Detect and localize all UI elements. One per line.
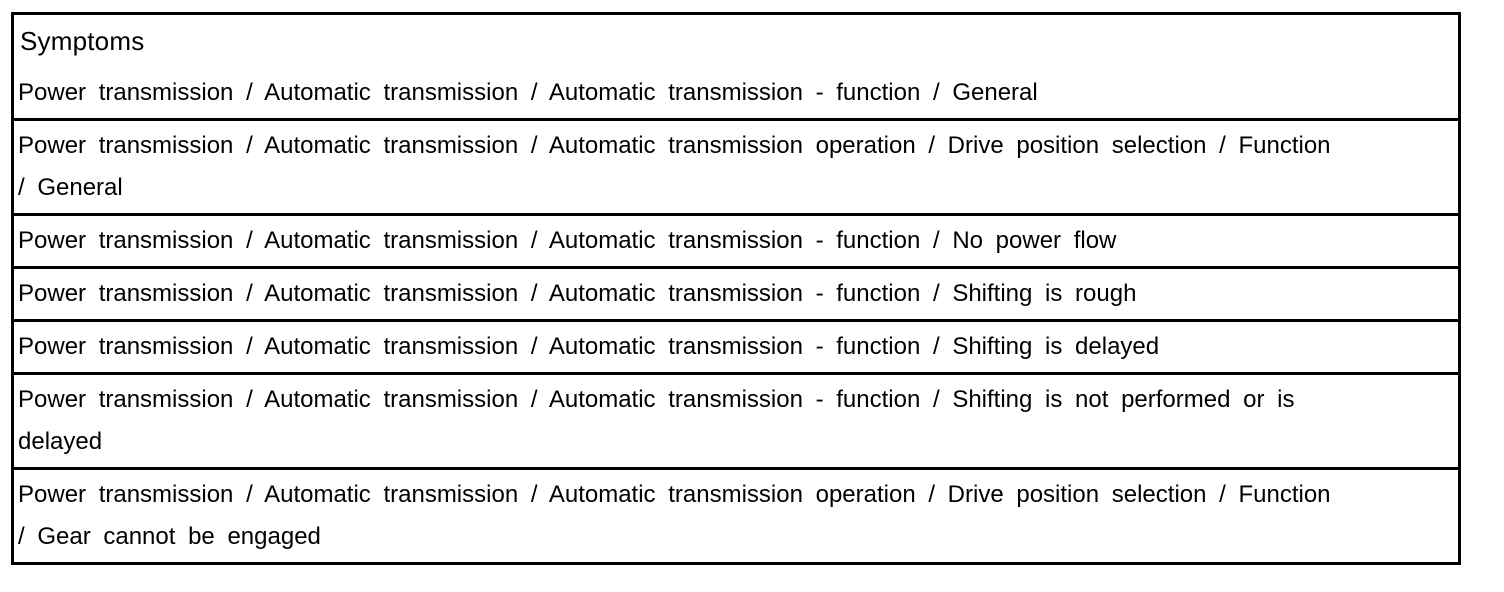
symptom-text-line: / Gear cannot be engaged [18,523,321,550]
symptom-text-line: Power transmission / Automatic transmiss… [18,333,1160,360]
symptoms-table: Symptoms Power transmission / Automatic … [11,12,1461,565]
symptom-text-line: Power transmission / Automatic transmiss… [18,481,1331,508]
symptom-text-line: Power transmission / Automatic transmiss… [18,132,1331,159]
symptom-cell: Power transmission / Automatic transmiss… [14,375,1458,467]
symptom-rows: Power transmission / Automatic transmiss… [14,68,1458,562]
symptom-text-line: Power transmission / Automatic transmiss… [18,227,1117,254]
symptom-cell: Power transmission / Automatic transmiss… [14,470,1458,562]
table-row: Power transmission / Automatic transmiss… [14,319,1458,372]
table-row: Power transmission / Automatic transmiss… [14,213,1458,266]
symptom-cell: Power transmission / Automatic transmiss… [14,269,1458,319]
table-row: Power transmission / Automatic transmiss… [14,372,1458,467]
symptom-cell: Power transmission / Automatic transmiss… [14,322,1458,372]
table-row: Power transmission / Automatic transmiss… [14,266,1458,319]
symptoms-column-header: Symptoms [20,26,145,56]
symptom-text-line: Power transmission / Automatic transmiss… [18,386,1295,413]
symptom-text-line: Power transmission / Automatic transmiss… [18,280,1137,307]
table-row: Power transmission / Automatic transmiss… [14,68,1458,118]
symptom-text-line: Power transmission / Automatic transmiss… [18,79,1038,106]
table-header-row: Symptoms [14,15,1458,68]
symptom-cell: Power transmission / Automatic transmiss… [14,68,1458,118]
symptom-cell: Power transmission / Automatic transmiss… [14,121,1458,213]
symptom-text-line: / General [18,174,123,201]
table-row: Power transmission / Automatic transmiss… [14,118,1458,213]
symptom-cell: Power transmission / Automatic transmiss… [14,216,1458,266]
table-row: Power transmission / Automatic transmiss… [14,467,1458,562]
symptom-text-line: delayed [18,428,103,455]
